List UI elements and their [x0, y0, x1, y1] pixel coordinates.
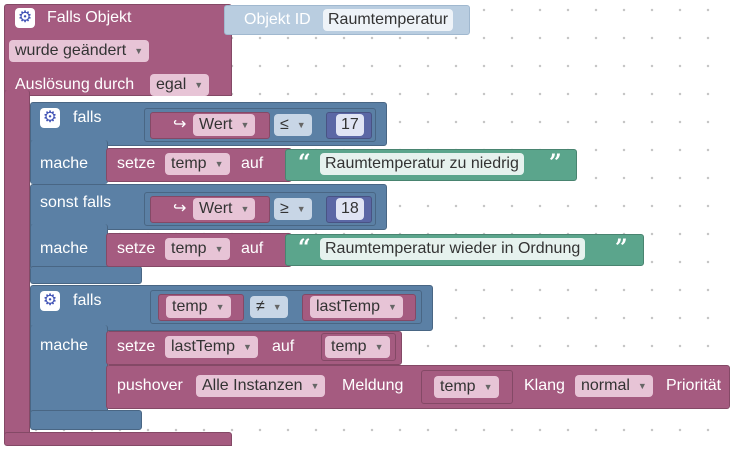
- if2-falls-label: falls: [73, 292, 102, 309]
- action1-var: temp: [171, 155, 207, 172]
- dropdown-arrow-icon: ▼: [388, 302, 397, 312]
- return-arrow-icon: ↪: [173, 116, 187, 133]
- change-mode-dropdown[interactable]: wurde geändert ▼: [9, 40, 150, 62]
- set-label-2: setze: [117, 240, 156, 257]
- pushover-label: pushover: [117, 377, 183, 394]
- return-arrow-icon: ↪: [173, 200, 187, 217]
- variable-dropdown-6[interactable]: temp ▼: [325, 336, 390, 358]
- quote-icon: ”: [549, 150, 562, 176]
- dropdown-arrow-icon: ▼: [214, 244, 224, 254]
- gear-icon[interactable]: ⚙: [40, 291, 60, 311]
- dropdown-arrow-icon: ▼: [637, 381, 647, 391]
- set-value: temp: [331, 338, 367, 355]
- cond2-op: ≥: [280, 200, 289, 217]
- pushover-sound: normal: [581, 377, 630, 394]
- if1-mache-label-2: mache: [40, 240, 89, 257]
- sound-label: Klang: [524, 377, 565, 394]
- triggered-by-label: Auslösung durch: [15, 76, 135, 93]
- dropdown-arrow-icon: ▼: [296, 120, 306, 130]
- priority-label: Priorität: [666, 377, 722, 394]
- pushover-instance: Alle Instanzen: [202, 377, 303, 394]
- cond1-op: ≤: [280, 116, 289, 133]
- set-label-3: setze: [117, 338, 156, 355]
- pushover-message-var: temp: [440, 378, 476, 395]
- dropdown-arrow-icon: ▼: [310, 381, 320, 391]
- object-id-field[interactable]: Raumtemperatur: [323, 9, 454, 31]
- gear-icon[interactable]: ⚙: [15, 8, 35, 28]
- message-label: Meldung: [342, 377, 404, 394]
- if-block-2-spine: [30, 325, 108, 415]
- if-block-1-spine: [30, 140, 108, 184]
- value-dropdown-1[interactable]: Wert ▼: [193, 114, 256, 136]
- dropdown-arrow-icon: ▼: [194, 80, 204, 90]
- cond-op: ≠: [256, 298, 265, 315]
- quote-icon: “: [298, 235, 311, 261]
- dropdown-arrow-icon: ▼: [240, 204, 250, 214]
- dropdown-arrow-icon: ▼: [134, 46, 144, 56]
- if1-falls-label: falls: [73, 109, 102, 126]
- cond-left: temp: [172, 298, 208, 315]
- change-mode-value: wurde geändert: [15, 42, 127, 59]
- if-block-2-bottom: [30, 410, 142, 430]
- to-label-1: auf: [241, 155, 264, 172]
- if-block-1-bottom: [30, 266, 142, 284]
- dropdown-arrow-icon: ▼: [243, 342, 252, 352]
- dropdown-arrow-icon: ▼: [215, 302, 225, 312]
- number-field-2[interactable]: 18: [336, 198, 364, 220]
- cond-right: lastTemp: [316, 298, 381, 315]
- value-dropdown-2[interactable]: Wert ▼: [193, 198, 256, 220]
- if2-mache-label: mache: [40, 337, 89, 354]
- gear-icon[interactable]: ⚙: [40, 108, 60, 128]
- variable-dropdown-5[interactable]: lastTemp ▼: [165, 336, 258, 358]
- triggered-by-value: egal: [156, 76, 187, 93]
- set-label-1: setze: [117, 155, 156, 172]
- variable-dropdown-1[interactable]: temp ▼: [165, 153, 230, 175]
- if1-else-if-label: sonst falls: [40, 194, 112, 211]
- object-id-label: Objekt ID: [244, 11, 311, 28]
- variable-dropdown-2[interactable]: temp ▼: [165, 238, 230, 260]
- to-label-3: auf: [272, 338, 295, 355]
- sound-dropdown[interactable]: normal ▼: [575, 375, 653, 397]
- dropdown-arrow-icon: ▼: [483, 382, 493, 392]
- trigger-title: Falls Objekt: [47, 9, 132, 26]
- text-field-1[interactable]: Raumtemperatur zu niedrig: [320, 153, 524, 175]
- dropdown-arrow-icon: ▼: [272, 302, 282, 312]
- operator-dropdown-2[interactable]: ≥▼: [274, 198, 312, 220]
- dropdown-arrow-icon: ▼: [296, 204, 306, 214]
- cond2-left: Wert: [199, 200, 233, 217]
- quote-icon: ”: [615, 235, 628, 261]
- action2-var: temp: [171, 240, 207, 257]
- quote-icon: “: [298, 150, 311, 176]
- variable-dropdown-4[interactable]: lastTemp ▼: [310, 296, 403, 318]
- trigger-block-spine: [4, 90, 30, 444]
- if1-mache-label: mache: [40, 155, 89, 172]
- trigger-block-bottom: [4, 432, 232, 446]
- dropdown-arrow-icon: ▼: [214, 159, 224, 169]
- dropdown-arrow-icon: ▼: [240, 120, 250, 130]
- dropdown-arrow-icon: ▼: [374, 342, 384, 352]
- operator-dropdown-3[interactable]: ≠▼: [250, 296, 288, 318]
- variable-dropdown-3[interactable]: temp ▼: [166, 296, 231, 318]
- operator-dropdown-1[interactable]: ≤▼: [274, 114, 312, 136]
- number-field-1[interactable]: 17: [336, 114, 364, 136]
- message-variable-dropdown[interactable]: temp ▼: [434, 376, 499, 398]
- triggered-by-dropdown[interactable]: egal ▼: [150, 74, 210, 96]
- to-label-2: auf: [241, 240, 264, 257]
- cond1-left: Wert: [199, 116, 233, 133]
- set-var: lastTemp: [171, 338, 236, 355]
- instance-dropdown[interactable]: Alle Instanzen ▼: [196, 375, 326, 397]
- text-field-2[interactable]: Raumtemperatur wieder in Ordnung: [320, 238, 586, 260]
